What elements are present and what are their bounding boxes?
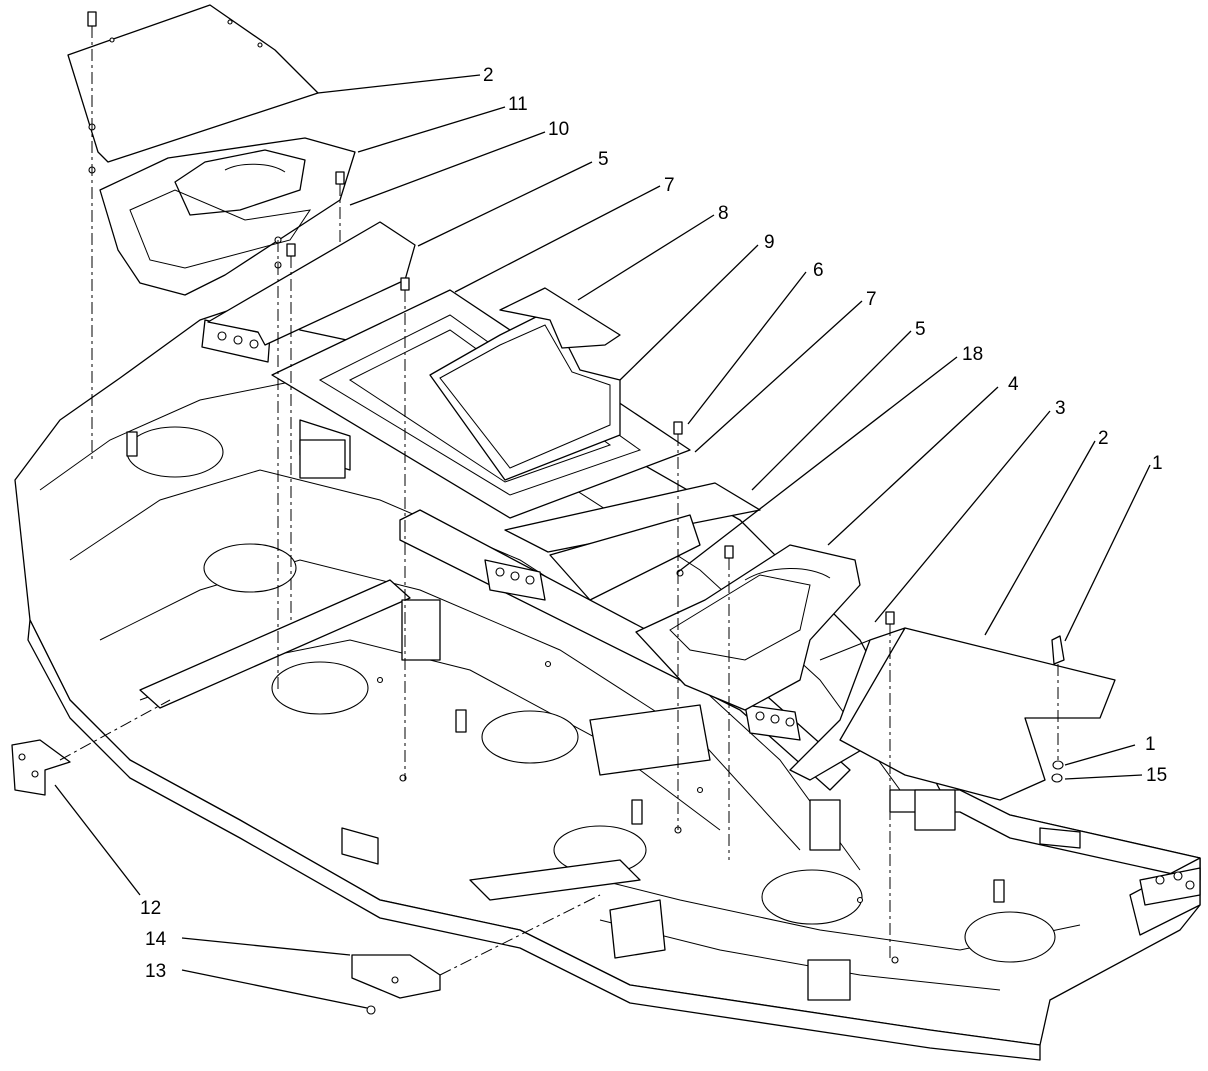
bolts xyxy=(87,11,895,625)
callout-3: 3 xyxy=(1055,398,1066,419)
callout-labels: 2 11 10 5 7 8 9 6 7 5 18 4 3 2 1 1 15 12… xyxy=(140,65,1167,982)
callout-13: 13 xyxy=(145,961,166,982)
callout-6: 6 xyxy=(813,260,824,281)
callout-5-upper: 5 xyxy=(598,149,609,170)
assembly-centerlines xyxy=(59,26,1059,976)
part-1-washer xyxy=(1052,760,1064,770)
part-1-clip xyxy=(1051,635,1065,665)
callout-18: 18 xyxy=(962,344,983,365)
part-2-right-shield xyxy=(839,627,1116,801)
part-11-seat-pan xyxy=(99,137,356,296)
part-14-cover xyxy=(351,954,441,999)
callout-1-lower: 1 xyxy=(1145,734,1156,755)
part-9-raised-cover xyxy=(429,309,621,481)
part-13-screw xyxy=(366,1005,376,1015)
callout-11: 11 xyxy=(508,94,528,115)
part-4-seat-pan xyxy=(635,544,861,711)
part-12-bracket xyxy=(11,739,71,796)
part-18-plate xyxy=(549,514,701,601)
callout-7-upper: 7 xyxy=(664,175,675,196)
callout-7-lower: 7 xyxy=(866,289,877,310)
callout-leader-lines xyxy=(54,74,1151,1009)
part-15-nut xyxy=(1051,773,1063,783)
callout-12: 12 xyxy=(140,898,161,919)
callout-2-top: 2 xyxy=(483,65,494,86)
callout-10: 10 xyxy=(548,119,569,140)
callout-2-right: 2 xyxy=(1098,428,1109,449)
callout-4: 4 xyxy=(1008,374,1019,395)
callout-9: 9 xyxy=(764,232,775,253)
callout-5-lower: 5 xyxy=(915,319,926,340)
part-8-small-cover xyxy=(499,287,621,349)
callout-8: 8 xyxy=(718,203,729,224)
part-5-lower-plate xyxy=(504,482,761,553)
callout-1-top: 1 xyxy=(1152,453,1163,474)
mower-deck-frame xyxy=(14,299,1201,1061)
callout-14: 14 xyxy=(145,929,167,950)
deck-cross-beams xyxy=(139,319,1201,1001)
callout-15: 15 xyxy=(1146,765,1167,786)
part-2-top-shield xyxy=(67,4,319,163)
